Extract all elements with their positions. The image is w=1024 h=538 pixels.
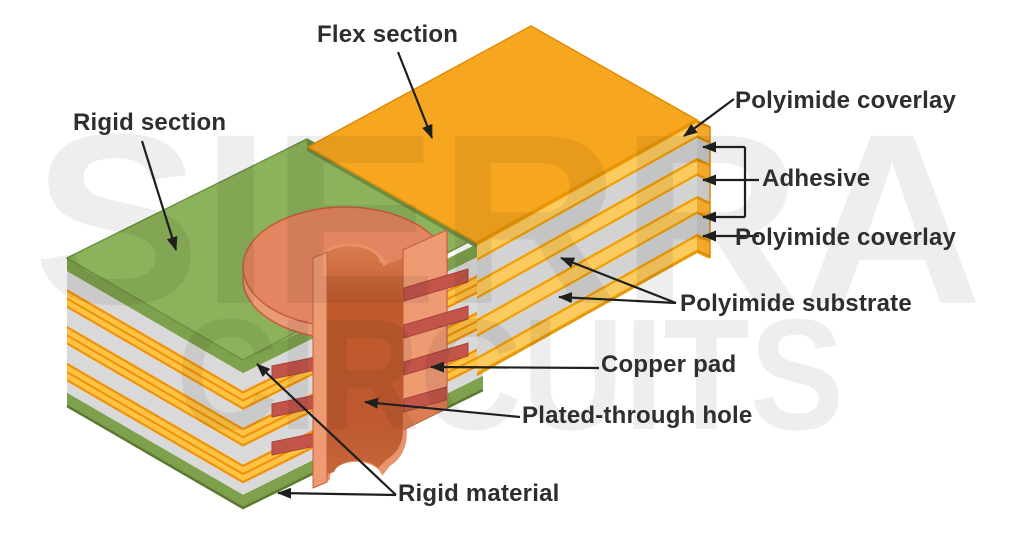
watermark-line1: SIERRA	[33, 84, 983, 355]
label-polyimide-coverlay-top: Polyimide coverlay	[735, 87, 957, 114]
layer-adhesive	[67, 344, 243, 465]
pinstripe	[67, 370, 243, 476]
label-rigid-material: Rigid material	[398, 480, 560, 507]
label-adhesive: Adhesive	[762, 165, 871, 192]
layer-polyimide	[477, 196, 697, 337]
plated-through-hole-cutaway	[242, 206, 469, 489]
arrow-substrate-1	[560, 256, 677, 305]
barrel-interior	[317, 246, 403, 477]
pinstripe	[477, 234, 697, 360]
pinstripe	[67, 297, 243, 402]
pinstripe	[67, 362, 243, 468]
label-rigid-section: Rigid section	[73, 109, 227, 136]
copper-pads-left	[271, 356, 317, 456]
layer-rigid_material	[67, 258, 243, 374]
pinstripe	[67, 325, 243, 431]
flex-bottom-edge	[476, 250, 711, 376]
pinstripe	[67, 289, 243, 394]
label-plated-through-hole: Plated-through hole	[522, 402, 753, 429]
label-flex-section: Flex section	[317, 21, 459, 48]
flex-side-top-edge	[476, 118, 698, 245]
pinstripe	[67, 305, 243, 410]
hole-cut-face-left	[312, 251, 328, 489]
pinstripe	[697, 158, 710, 167]
layer-coverlay	[477, 234, 697, 375]
layer-adhesive	[477, 176, 697, 319]
copper-pad-bar	[403, 305, 469, 339]
arrow-rigid-material-1	[256, 363, 397, 496]
layer-coverlay	[477, 120, 697, 261]
arrow-substrate-2	[558, 292, 677, 305]
pinstripe	[67, 342, 243, 447]
pinstripe	[477, 211, 697, 337]
pinstripe	[67, 334, 243, 439]
copper-pad-bar	[403, 268, 469, 302]
arrow-copper-pad	[430, 361, 600, 373]
pinstripe	[67, 378, 243, 484]
layer-rigid_material	[67, 392, 243, 508]
arrow-flex-section	[396, 51, 434, 139]
pinstripe	[477, 135, 697, 261]
layer-polyimide	[477, 158, 697, 299]
pinstripe	[477, 173, 697, 299]
layer-adhesive	[67, 381, 243, 495]
arrow-coverlay-top	[683, 98, 735, 137]
arrow-rigid-material-2	[277, 487, 397, 499]
watermark: SIERRA CIRCUITS	[33, 84, 983, 463]
pinstripe	[697, 120, 710, 129]
arrow-plated-hole	[364, 397, 521, 419]
layer-adhesive	[477, 138, 697, 281]
watermark-line2: CIRCUITS	[176, 287, 844, 463]
callout-arrows	[140, 51, 759, 499]
label-copper-pad: Copper pad	[601, 351, 737, 378]
copper-pad-bar	[403, 342, 469, 376]
adhesive-bracket	[702, 141, 759, 223]
pinstripe	[697, 196, 710, 205]
pinstripe	[477, 196, 697, 322]
label-polyimide-coverlay-bottom: Polyimide coverlay	[735, 224, 957, 251]
layer-adhesive	[67, 307, 243, 428]
arrow-rigid-section	[140, 140, 178, 251]
label-polyimide-substrate: Polyimide substrate	[680, 290, 912, 317]
layer-adhesive	[67, 271, 243, 392]
rigid-left-face	[67, 258, 243, 508]
layer-adhesive	[477, 214, 697, 357]
pinstripe	[477, 158, 697, 284]
